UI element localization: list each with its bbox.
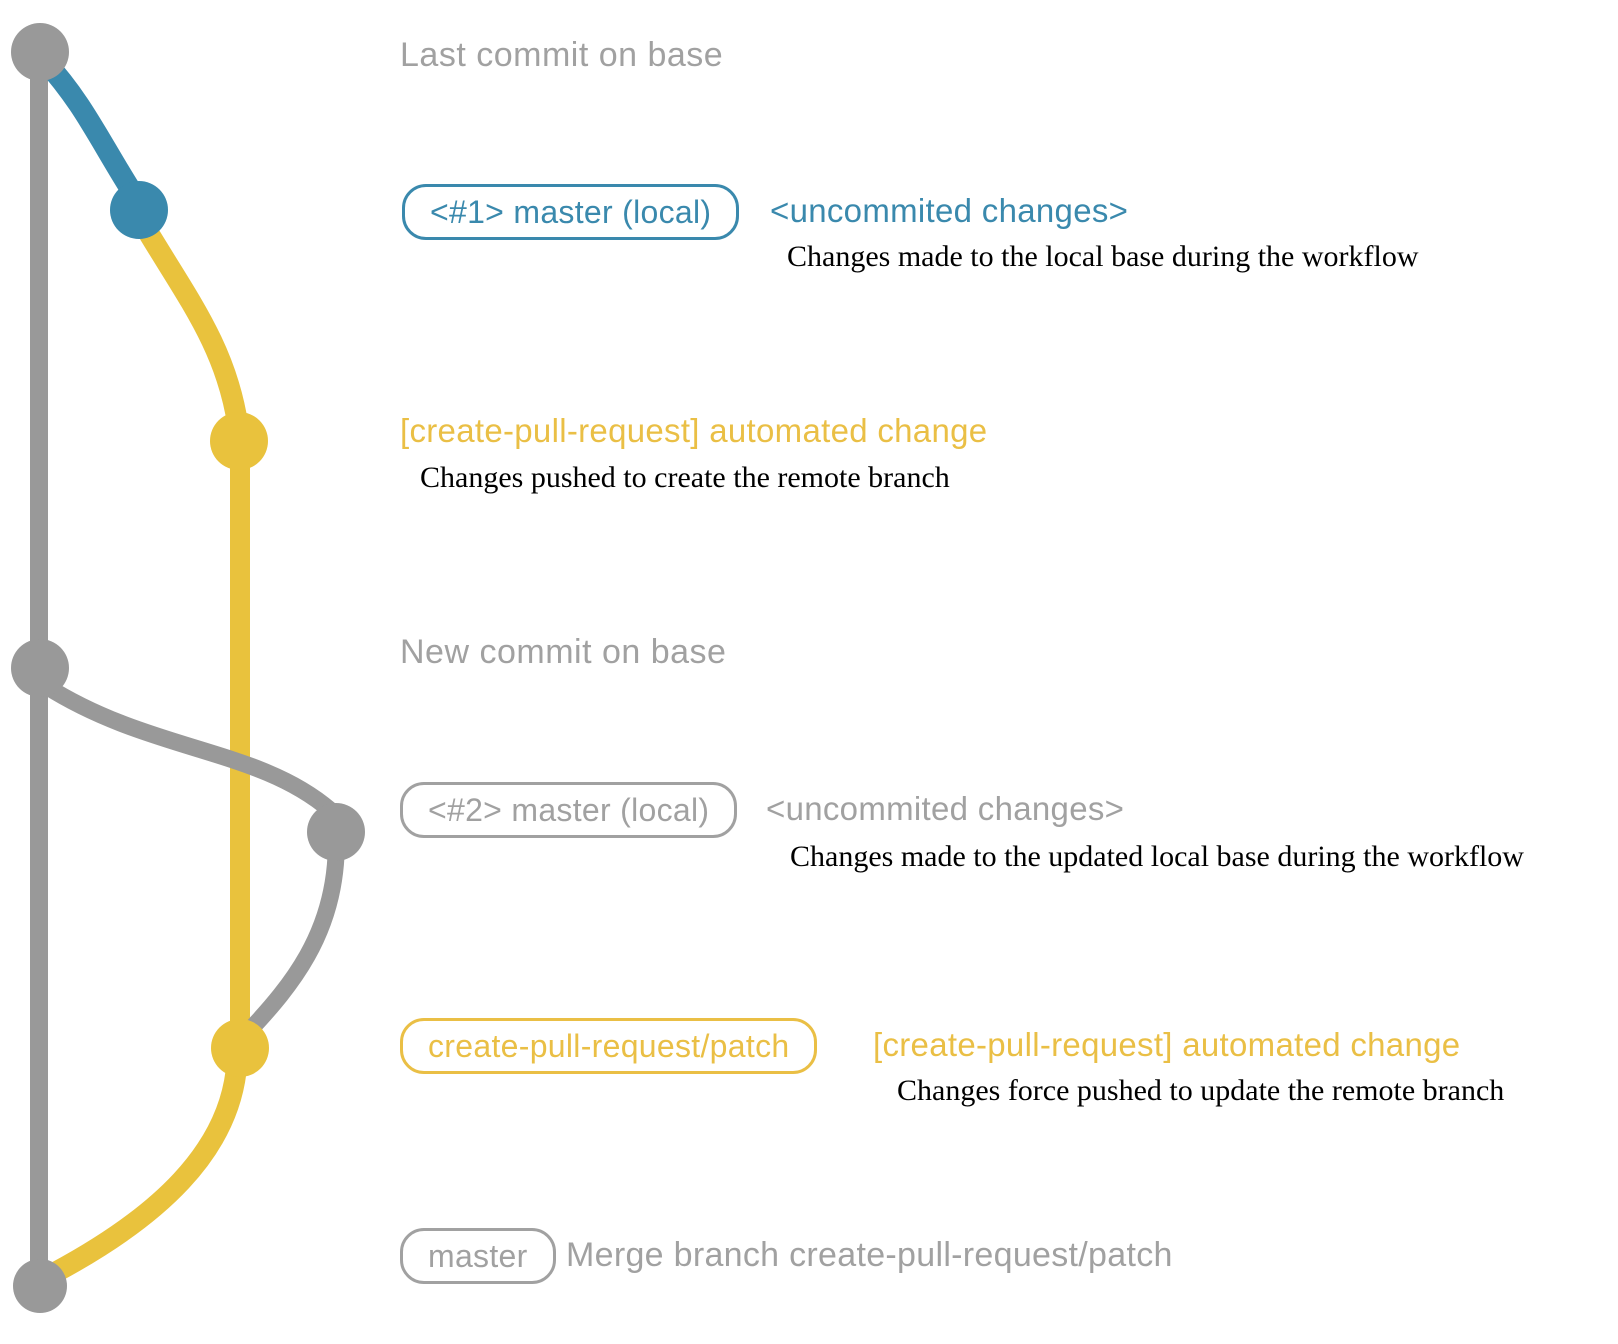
commit-message-automated-1: [create-pull-request] automated change: [400, 412, 988, 449]
commit-description-4: Changes force pushed to update the remot…: [897, 1074, 1505, 1107]
branch-badge-master: master: [400, 1228, 556, 1284]
local-branch-curve: [33, 49, 147, 209]
commit-node-base-last: [11, 23, 69, 81]
commit-message-uncommited-2: <uncommited changes>: [766, 790, 1125, 827]
commit-node-patch-1: [210, 412, 268, 470]
commit-node-patch-2: [211, 1019, 269, 1077]
commit-node-base-new: [11, 639, 69, 697]
patch-branch-curve: [131, 211, 249, 437]
rebase-curve: [241, 847, 345, 1039]
commit-node-merge: [13, 1259, 67, 1313]
branch-badge-master-local-2: <#2> master (local): [400, 782, 738, 838]
commit-description-2: Changes pushed to create the remote bran…: [420, 461, 950, 494]
commit-description-3: Changes made to the updated local base d…: [790, 840, 1524, 873]
commit-description-1: Changes made to the local base during th…: [787, 240, 1419, 273]
label-new-commit-on-base: New commit on base: [400, 633, 727, 671]
label-last-commit-on-base: Last commit on base: [400, 36, 724, 74]
commit-message-merge: Merge branch create-pull-request/patch: [566, 1236, 1173, 1274]
commit-message-automated-2: [create-pull-request] automated change: [873, 1026, 1461, 1063]
base-update-curve: [37, 677, 339, 819]
commit-node-local-2: [307, 803, 365, 861]
merge-curve: [45, 1061, 247, 1283]
branch-badge-master-local-1: <#1> master (local): [402, 184, 740, 240]
commit-graph: [11, 23, 365, 1313]
commit-node-local-1: [110, 181, 168, 239]
branch-badge-create-pull-request-patch: create-pull-request/patch: [400, 1018, 818, 1074]
commit-message-uncommited-1: <uncommited changes>: [770, 192, 1129, 229]
